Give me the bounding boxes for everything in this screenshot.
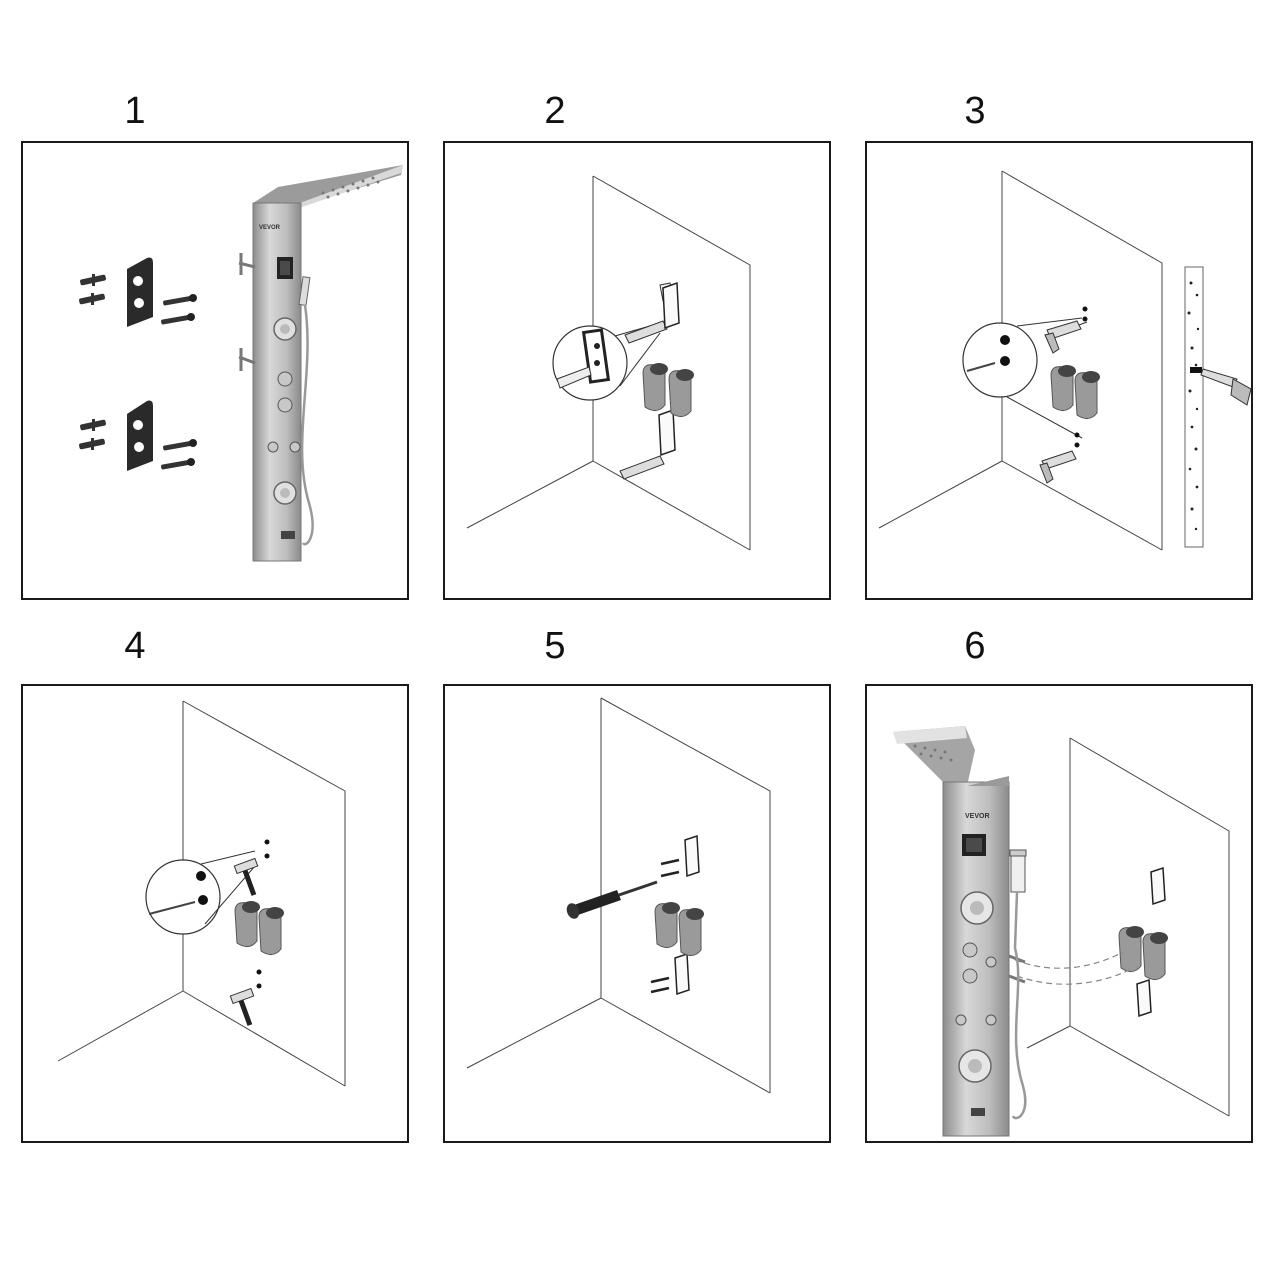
marking-strip	[1184, 266, 1204, 548]
screws-lower	[161, 439, 197, 470]
water-inlet-elbows	[234, 901, 284, 955]
bracket-lower	[650, 952, 690, 996]
water-inlet-elbows	[1118, 926, 1168, 980]
anchor-plugs-upper	[79, 274, 106, 305]
water-inlet-elbows	[642, 363, 694, 417]
screws-upper	[161, 294, 197, 325]
screwdriver	[566, 880, 658, 919]
panel-brand-logo: VEVOR	[965, 813, 990, 820]
hidden-water-lines	[1014, 951, 1134, 985]
hammer-lower	[229, 987, 255, 1026]
bracket-lower	[619, 408, 676, 480]
step-6-panel: VEVOR	[865, 684, 1253, 1143]
bracket-upper	[1150, 866, 1166, 906]
step-1-panel: VEVOR	[21, 141, 409, 600]
shower-panel: VEVOR	[893, 726, 1027, 1137]
water-inlet-elbows	[654, 902, 704, 956]
step-4-number: 4	[124, 625, 146, 667]
step-3-number: 3	[964, 90, 986, 132]
bracket-upper	[624, 281, 680, 344]
drill-lower	[1039, 450, 1077, 484]
mounting-bracket-lower	[127, 400, 153, 471]
drilling-illustration	[878, 170, 1251, 551]
drill-side	[1200, 368, 1251, 406]
step-1-number: 1	[124, 90, 146, 132]
step-2-number: 2	[544, 90, 566, 132]
bracket-placement-illustration	[466, 175, 751, 551]
wall-corner-lines	[57, 700, 346, 1087]
bracket-lower	[1136, 978, 1152, 1018]
step-6-number: 6	[964, 625, 986, 667]
step-2-panel	[443, 141, 831, 600]
mounting-bracket-upper	[127, 257, 153, 327]
panel-brand-logo: VEVOR	[259, 225, 281, 231]
wall-corner-lines	[466, 175, 751, 551]
drill-upper	[1044, 320, 1088, 354]
wall-corner-lines	[878, 170, 1163, 551]
hand-shower	[1010, 851, 1026, 893]
screw-brackets-illustration	[466, 697, 771, 1094]
wall-corner-lines	[1026, 737, 1230, 1117]
bracket-upper	[660, 834, 700, 878]
step-4-panel	[21, 684, 409, 1143]
step-5-panel	[443, 684, 831, 1143]
detail-magnifier	[552, 322, 661, 401]
mounted-panel-illustration: VEVOR	[893, 726, 1230, 1137]
hammer-upper	[233, 857, 259, 896]
water-inlet-elbows	[1050, 365, 1100, 419]
step-3-panel	[865, 141, 1253, 600]
parts-overview-illustration: VEVOR	[79, 165, 403, 562]
hammer-anchors-illustration	[57, 700, 346, 1087]
step-5-number: 5	[544, 625, 566, 667]
detail-magnifier	[962, 317, 1083, 439]
shower-hose	[1011, 891, 1027, 1120]
detail-magnifier	[145, 850, 256, 935]
shower-panel: VEVOR	[238, 165, 403, 562]
anchor-plugs-lower	[79, 419, 106, 450]
wall-corner-lines	[466, 697, 771, 1094]
